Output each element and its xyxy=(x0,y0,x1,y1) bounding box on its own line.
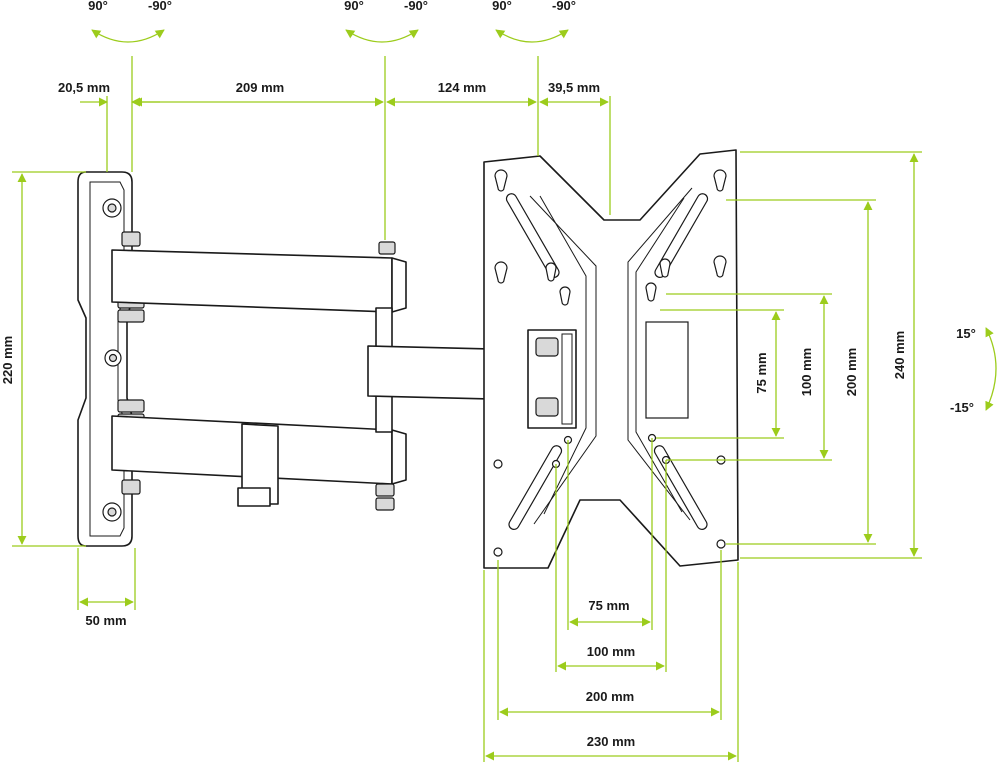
wall-plate xyxy=(77,171,145,547)
wall-plate-width-label: 50 mm xyxy=(85,613,126,628)
swivel-arc-1 xyxy=(91,29,165,43)
vesa-h-75-label: 75 mm xyxy=(588,598,629,613)
vesa-plate xyxy=(483,149,739,569)
swivel-1-pos-label: 90° xyxy=(88,0,108,13)
vesa-v-75-label: 75 mm xyxy=(754,352,769,393)
wall-plate-dimension-lines xyxy=(12,171,136,610)
swivel-3-neg-label: -90° xyxy=(552,0,576,13)
vesa-w-230-label: 230 mm xyxy=(587,734,635,749)
swivel-arc-3 xyxy=(495,29,569,43)
vesa-h-100-label: 100 mm xyxy=(587,644,635,659)
arm-1-length-label: 209 mm xyxy=(236,80,284,95)
tilt-pos-label: 15° xyxy=(956,326,976,341)
vesa-v-240-label: 240 mm xyxy=(892,331,907,379)
tilt-neg-label: -15° xyxy=(950,400,974,415)
upper-arm xyxy=(111,241,407,313)
tilt-arc xyxy=(985,327,997,411)
wall-plate-height-label: 220 mm xyxy=(0,336,15,384)
wall-plate-offset-label: 20,5 mm xyxy=(58,80,110,95)
vesa-vertical-dimension-lines xyxy=(656,151,922,559)
arm-2-length-label: 124 mm xyxy=(438,80,486,95)
vesa-v-200-label: 200 mm xyxy=(844,348,859,396)
vesa-horizontal-dimension-lines xyxy=(483,438,739,762)
swivel-3-pos-label: 90° xyxy=(492,0,512,13)
plate-offset-label: 39,5 mm xyxy=(548,80,600,95)
swivel-2-neg-label: -90° xyxy=(404,0,428,13)
lower-arm xyxy=(111,415,407,511)
swivel-1-neg-label: -90° xyxy=(148,0,172,13)
swivel-2-pos-label: 90° xyxy=(344,0,364,13)
vesa-h-200-label: 200 mm xyxy=(586,689,634,704)
vesa-v-100-label: 100 mm xyxy=(799,348,814,396)
swivel-arc-2 xyxy=(345,29,419,43)
top-dimension-lines xyxy=(80,56,611,240)
